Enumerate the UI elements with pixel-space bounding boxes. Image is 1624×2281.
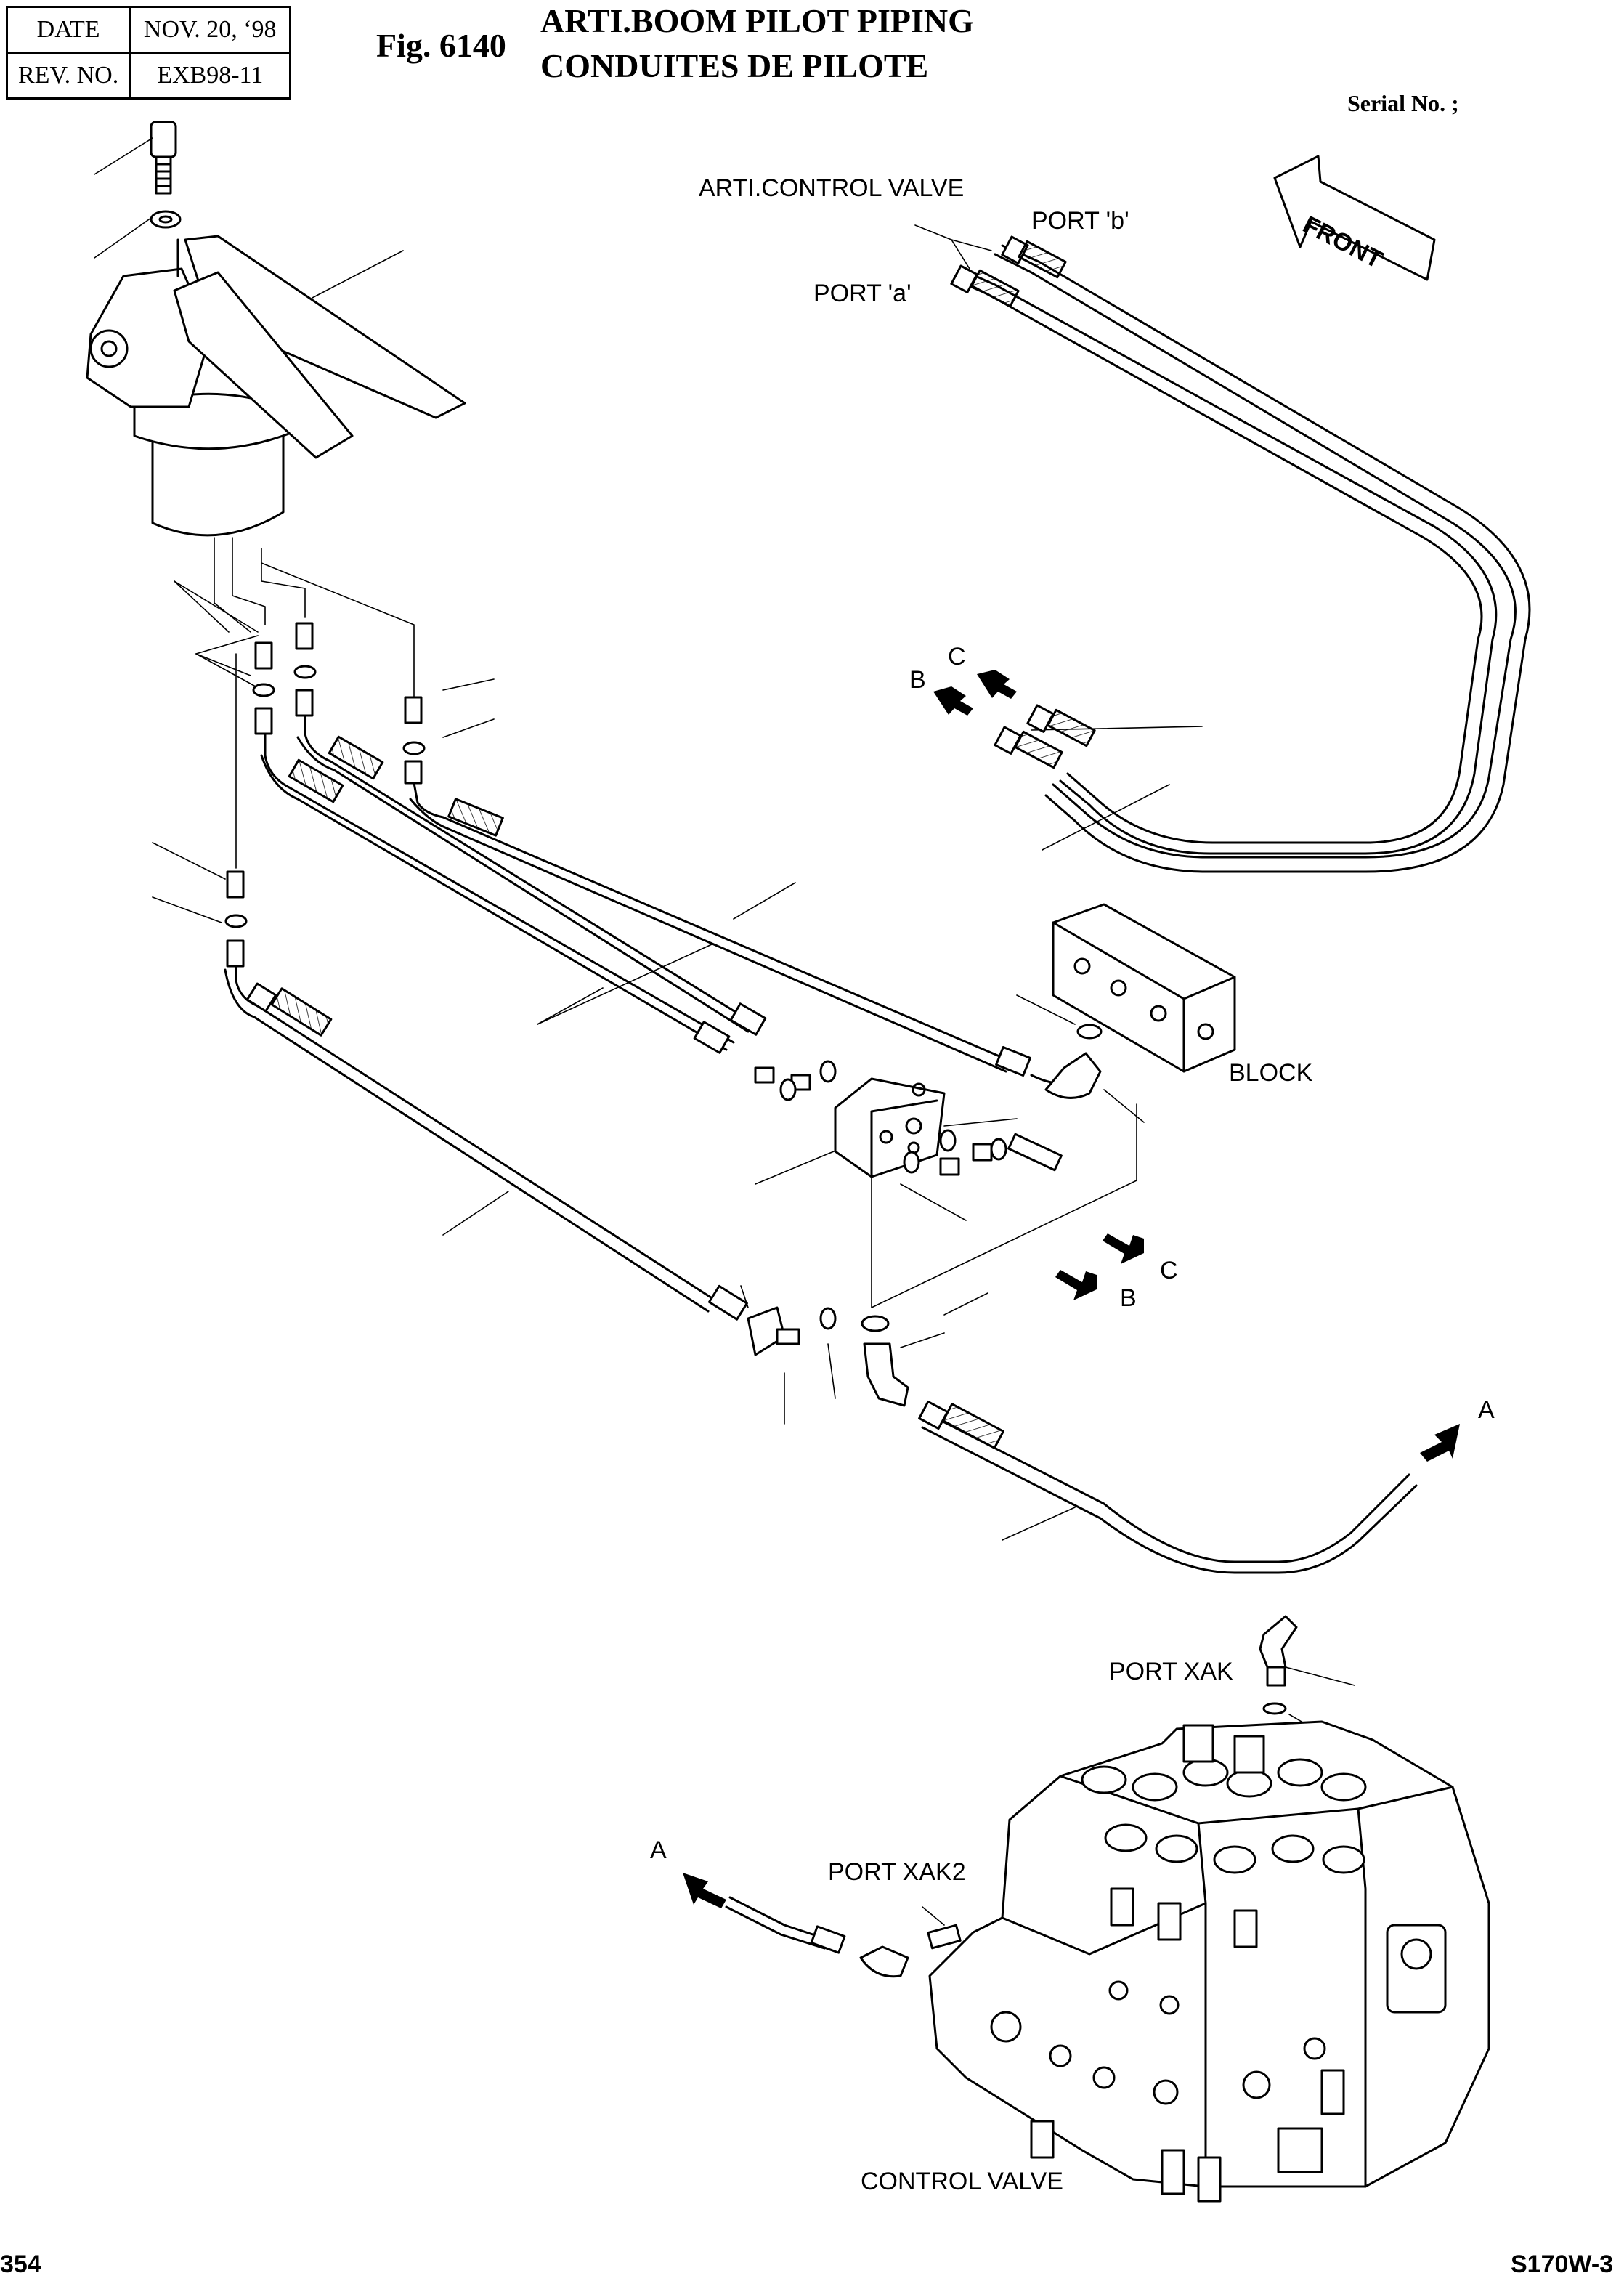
revision-table: DATE NOV. 20, ‘98 REV. NO. EXB98-11	[5, 6, 292, 100]
serial-number: Serial No. ;	[1347, 90, 1459, 116]
hose-port-xak2	[725, 1896, 962, 1978]
rev-label: REV. NO.	[5, 52, 131, 100]
label-port-a: PORT 'a'	[813, 280, 912, 307]
label-control-valve: CONTROL VALVE	[861, 2168, 1063, 2195]
cap-bolt	[150, 121, 177, 195]
port-xak-elbow	[1259, 1615, 1298, 1715]
figure-number: Fig. 6140	[376, 27, 506, 64]
control-valve	[928, 1720, 1490, 2203]
hose-pilot-lines	[260, 714, 1103, 1099]
flow-arrows	[683, 670, 1460, 1908]
manifold-block	[1052, 903, 1236, 1073]
date-value: NOV. 20, ‘98	[129, 6, 292, 54]
figure-title-fr: CONDUITES DE PILOTE	[540, 47, 929, 84]
pilot-valve	[86, 235, 466, 537]
junction-block	[754, 1060, 1063, 1178]
label-flow-a-upper: A	[1478, 1396, 1495, 1424]
hose-to-port-a	[918, 1400, 1418, 1574]
label-port-xak2: PORT XAK2	[828, 1858, 966, 1886]
label-port-xak: PORT XAK	[1109, 1658, 1233, 1685]
fittings-stack	[224, 622, 426, 968]
date-label: DATE	[5, 6, 131, 54]
figure-title-en: ARTI.BOOM PILOT PIPING	[540, 2, 974, 39]
page-number: 354	[0, 2250, 41, 2278]
hose-arti-control-valve	[950, 235, 1531, 873]
label-flow-c-lower: C	[1160, 1257, 1178, 1284]
model-code: S170W-3	[1511, 2250, 1614, 2278]
label-flow-b-upper: B	[909, 666, 926, 694]
label-port-b: PORT 'b'	[1031, 207, 1129, 235]
label-block: BLOCK	[1229, 1059, 1313, 1087]
hose-to-tee	[224, 965, 909, 1407]
rev-value: EXB98-11	[129, 52, 292, 100]
label-flow-c-upper: C	[948, 643, 966, 670]
label-flow-b-lower: B	[1120, 1284, 1137, 1312]
label-flow-a-lower: A	[650, 1836, 667, 1864]
label-arti-control-valve: ARTI.CONTROL VALVE	[699, 174, 965, 202]
front-arrow	[1273, 155, 1436, 281]
washer	[150, 210, 182, 229]
